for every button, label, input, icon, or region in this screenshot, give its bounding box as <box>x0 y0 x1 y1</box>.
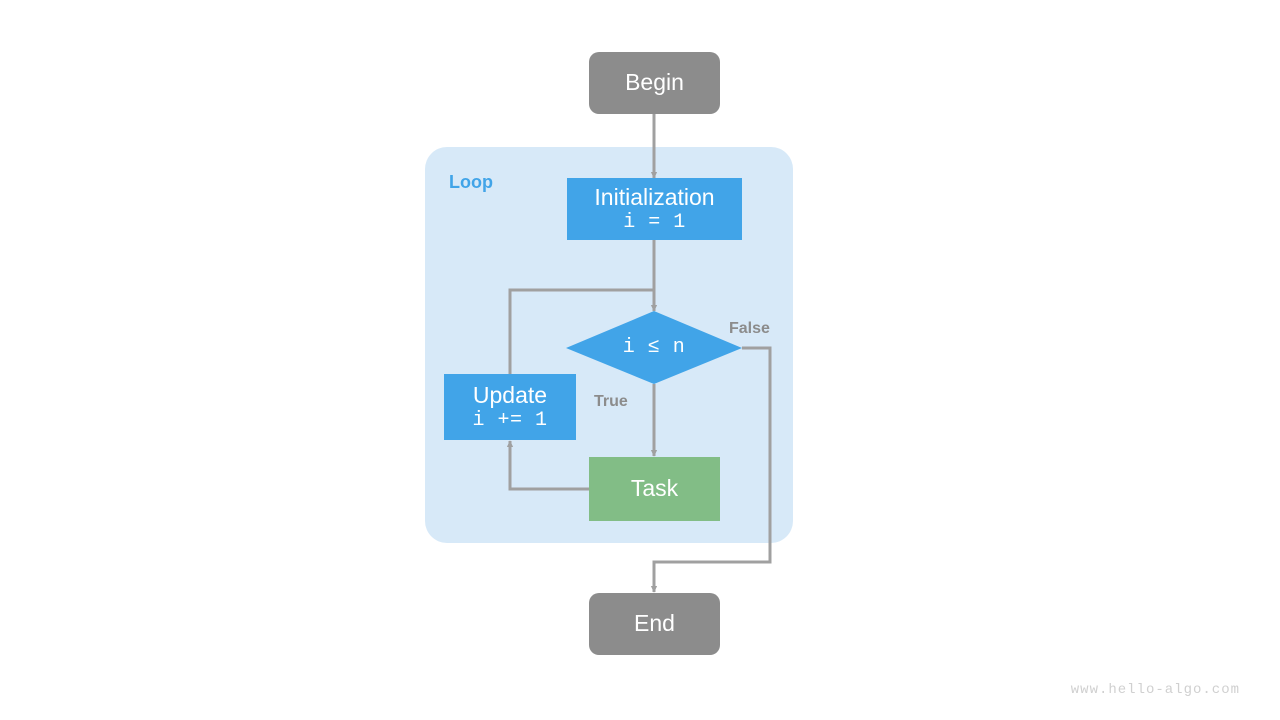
edge-label-true: True <box>594 393 628 410</box>
edge-label-false: False <box>729 320 770 337</box>
loop-group-label: Loop <box>449 172 493 192</box>
node-begin[interactable] <box>589 52 720 114</box>
node-initialization[interactable] <box>567 178 742 240</box>
node-task[interactable] <box>589 457 720 521</box>
edge-update-to-condition <box>508 288 654 374</box>
edge-group <box>506 114 772 593</box>
edge-task-to-update <box>506 440 589 491</box>
node-condition[interactable] <box>566 311 742 384</box>
node-update[interactable] <box>444 374 576 440</box>
watermark: www.hello-algo.com <box>1070 682 1240 698</box>
edge-condition-to-end <box>650 346 772 593</box>
node-end[interactable] <box>589 593 720 655</box>
